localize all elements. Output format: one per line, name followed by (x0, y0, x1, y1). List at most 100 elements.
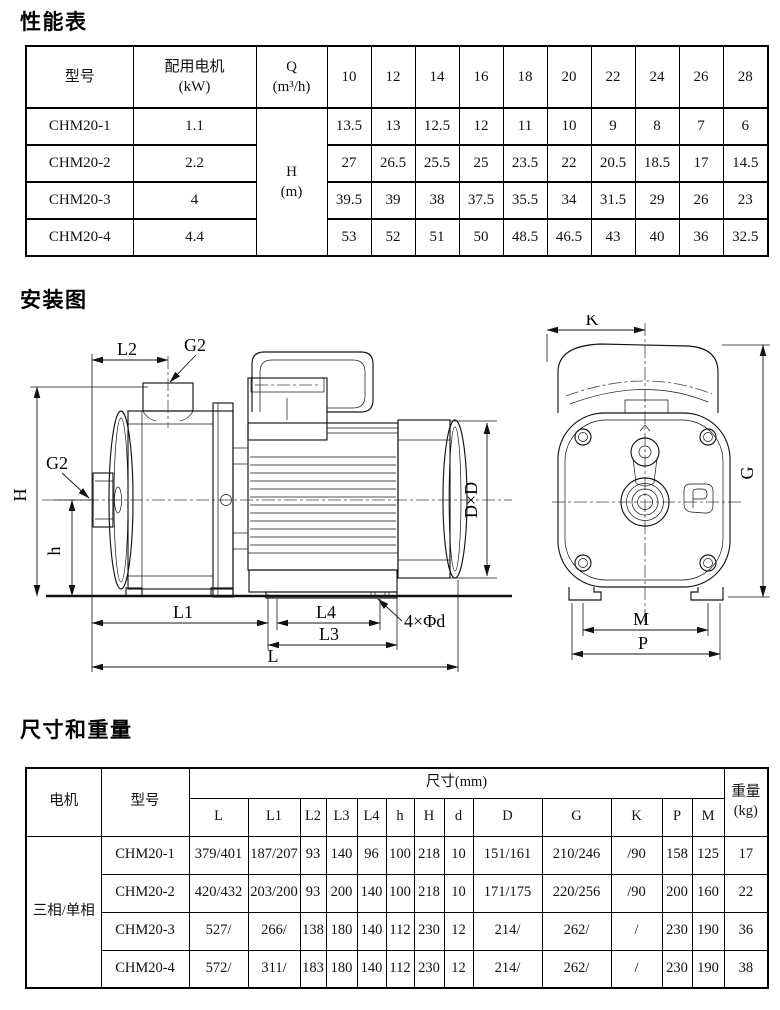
cell: 200 (661, 873, 693, 913)
cell: CHM20-2 (100, 873, 190, 913)
cell: 36 (723, 911, 769, 951)
cell: 26 (678, 181, 724, 220)
col-header-dim: P (661, 797, 693, 837)
cell: 180 (325, 949, 358, 989)
cell: 214/ (472, 949, 543, 989)
cell: 1.1 (132, 107, 257, 146)
col-header-q: Q (m³/h) (255, 45, 328, 109)
section-title-dimensions: 尺寸和重量 (20, 719, 133, 742)
cell: 151/161 (472, 835, 543, 875)
cell: 12 (443, 911, 474, 951)
cell: 18.5 (634, 144, 680, 183)
brand-logo (683, 483, 714, 514)
cell: 12.5 (414, 107, 460, 146)
col-header-dim: h (385, 797, 415, 837)
cell: 160 (691, 873, 725, 913)
cell: 20.5 (590, 144, 636, 183)
cell: 37.5 (458, 181, 504, 220)
table-row: 三相/单相 CHM20-1 379/401 187/207 93 140 96 … (25, 835, 769, 989)
dim-label-l3: L3 (319, 624, 339, 644)
table-row: CHM20-2 2.2 27 26.5 25.5 25 23.5 22 20.5… (25, 144, 769, 183)
cell: 230 (661, 949, 693, 989)
dim-label-dxd: D×D (461, 482, 481, 518)
table-row: CHM20-4 4.4 53 52 51 50 48.5 46.5 43 40 … (25, 218, 769, 257)
table-row: CHM20-1 1.1 H (m) 13.5 13 12.5 12 11 10 … (25, 107, 769, 257)
cell: 527/ (188, 911, 249, 951)
table-row: CHM20-3 4 39.5 39 38 37.5 35.5 34 31.5 2… (25, 181, 769, 220)
dim-label-k: K (586, 315, 599, 329)
dim-label-l: L (268, 646, 279, 666)
cell: 7 (678, 107, 724, 146)
cell: 100 (385, 835, 415, 875)
pump-front-view: K G M P (546, 315, 770, 660)
cell: 8 (634, 107, 680, 146)
dim-label-g: G (737, 467, 757, 480)
cell: 140 (356, 911, 387, 951)
cell: 13 (370, 107, 416, 146)
cell: 112 (385, 911, 415, 951)
dim-label-h-inlet: h (44, 547, 64, 556)
cell: 171/175 (472, 873, 543, 913)
col-header-dim: H (413, 797, 445, 837)
dim-label-l4: L4 (316, 602, 336, 622)
cell: 10 (443, 835, 474, 875)
col-header-flow: 14 (414, 45, 460, 109)
cell: 138 (299, 911, 327, 951)
dim-label-m: M (633, 609, 649, 629)
col-header-flow: 12 (370, 45, 416, 109)
cell: /90 (610, 835, 663, 875)
dim-label-bolt-callout: 4×Φd (404, 611, 445, 631)
dim-label-l2: L2 (117, 339, 137, 359)
col-header-flow: 16 (458, 45, 504, 109)
col-header-dim: L3 (325, 797, 358, 837)
section-title-performance: 性能表 (20, 11, 88, 34)
cell: 4.4 (132, 218, 257, 257)
table-row: CHM20-2 420/432 203/200 93 200 140 100 2… (26, 873, 769, 913)
cell: 22 (723, 873, 769, 913)
installation-diagram: L2 G2 H G2 h L1 L4 4×Φd L3 L (10, 315, 770, 672)
cell: 38 (723, 949, 769, 989)
dim-label-p: P (638, 633, 648, 653)
cell: 4 (132, 181, 257, 220)
col-header-flow: 20 (546, 45, 592, 109)
col-header-size: 尺寸(mm) (188, 767, 725, 799)
col-header-flow: 24 (634, 45, 680, 109)
col-header-flow: 22 (590, 45, 636, 109)
cell: 31.5 (590, 181, 636, 220)
col-header-dim: L2 (299, 797, 327, 837)
col-header-model: 型号 (100, 767, 190, 837)
cell: 36 (678, 218, 724, 257)
cell: 12 (443, 949, 474, 989)
table-header-row: 电机 型号 尺寸(mm) 重量 (kg) (25, 767, 769, 837)
table-row: CHM20-4 572/ 311/ 183 180 140 112 230 12… (26, 949, 769, 989)
cell: 262/ (541, 911, 612, 951)
cell: 39 (370, 181, 416, 220)
cell: CHM20-4 (25, 218, 134, 257)
cell: 48.5 (502, 218, 548, 257)
cell: 26.5 (370, 144, 416, 183)
table-subheader-row: L L1 L2 L3 L4 h H d D G K P M (26, 797, 768, 837)
cell: 50 (458, 218, 504, 257)
dim-label-g2-top: G2 (184, 335, 206, 355)
cell: /90 (610, 873, 663, 913)
col-header-dim: L4 (356, 797, 387, 837)
cell: 220/256 (541, 873, 612, 913)
cell: 140 (325, 835, 358, 875)
cell: 52 (370, 218, 416, 257)
cell: CHM20-4 (100, 949, 190, 989)
cell: 180 (325, 911, 358, 951)
cell: 12 (458, 107, 504, 146)
cell: 23.5 (502, 144, 548, 183)
col-header-dim: d (443, 797, 474, 837)
cell: 572/ (188, 949, 249, 989)
table-header-row: 型号 配用电机 (kW) Q (m³/h) 10 12 14 16 18 20 … (25, 45, 769, 109)
cell: 96 (356, 835, 387, 875)
cell: 420/432 (188, 873, 249, 913)
cell: 25.5 (414, 144, 460, 183)
cell: CHM20-2 (25, 144, 134, 183)
cell: 183 (299, 949, 327, 989)
col-header-flow: 10 (326, 45, 372, 109)
cell: 230 (413, 949, 445, 989)
cell-head-unit: H (m) (255, 107, 328, 257)
